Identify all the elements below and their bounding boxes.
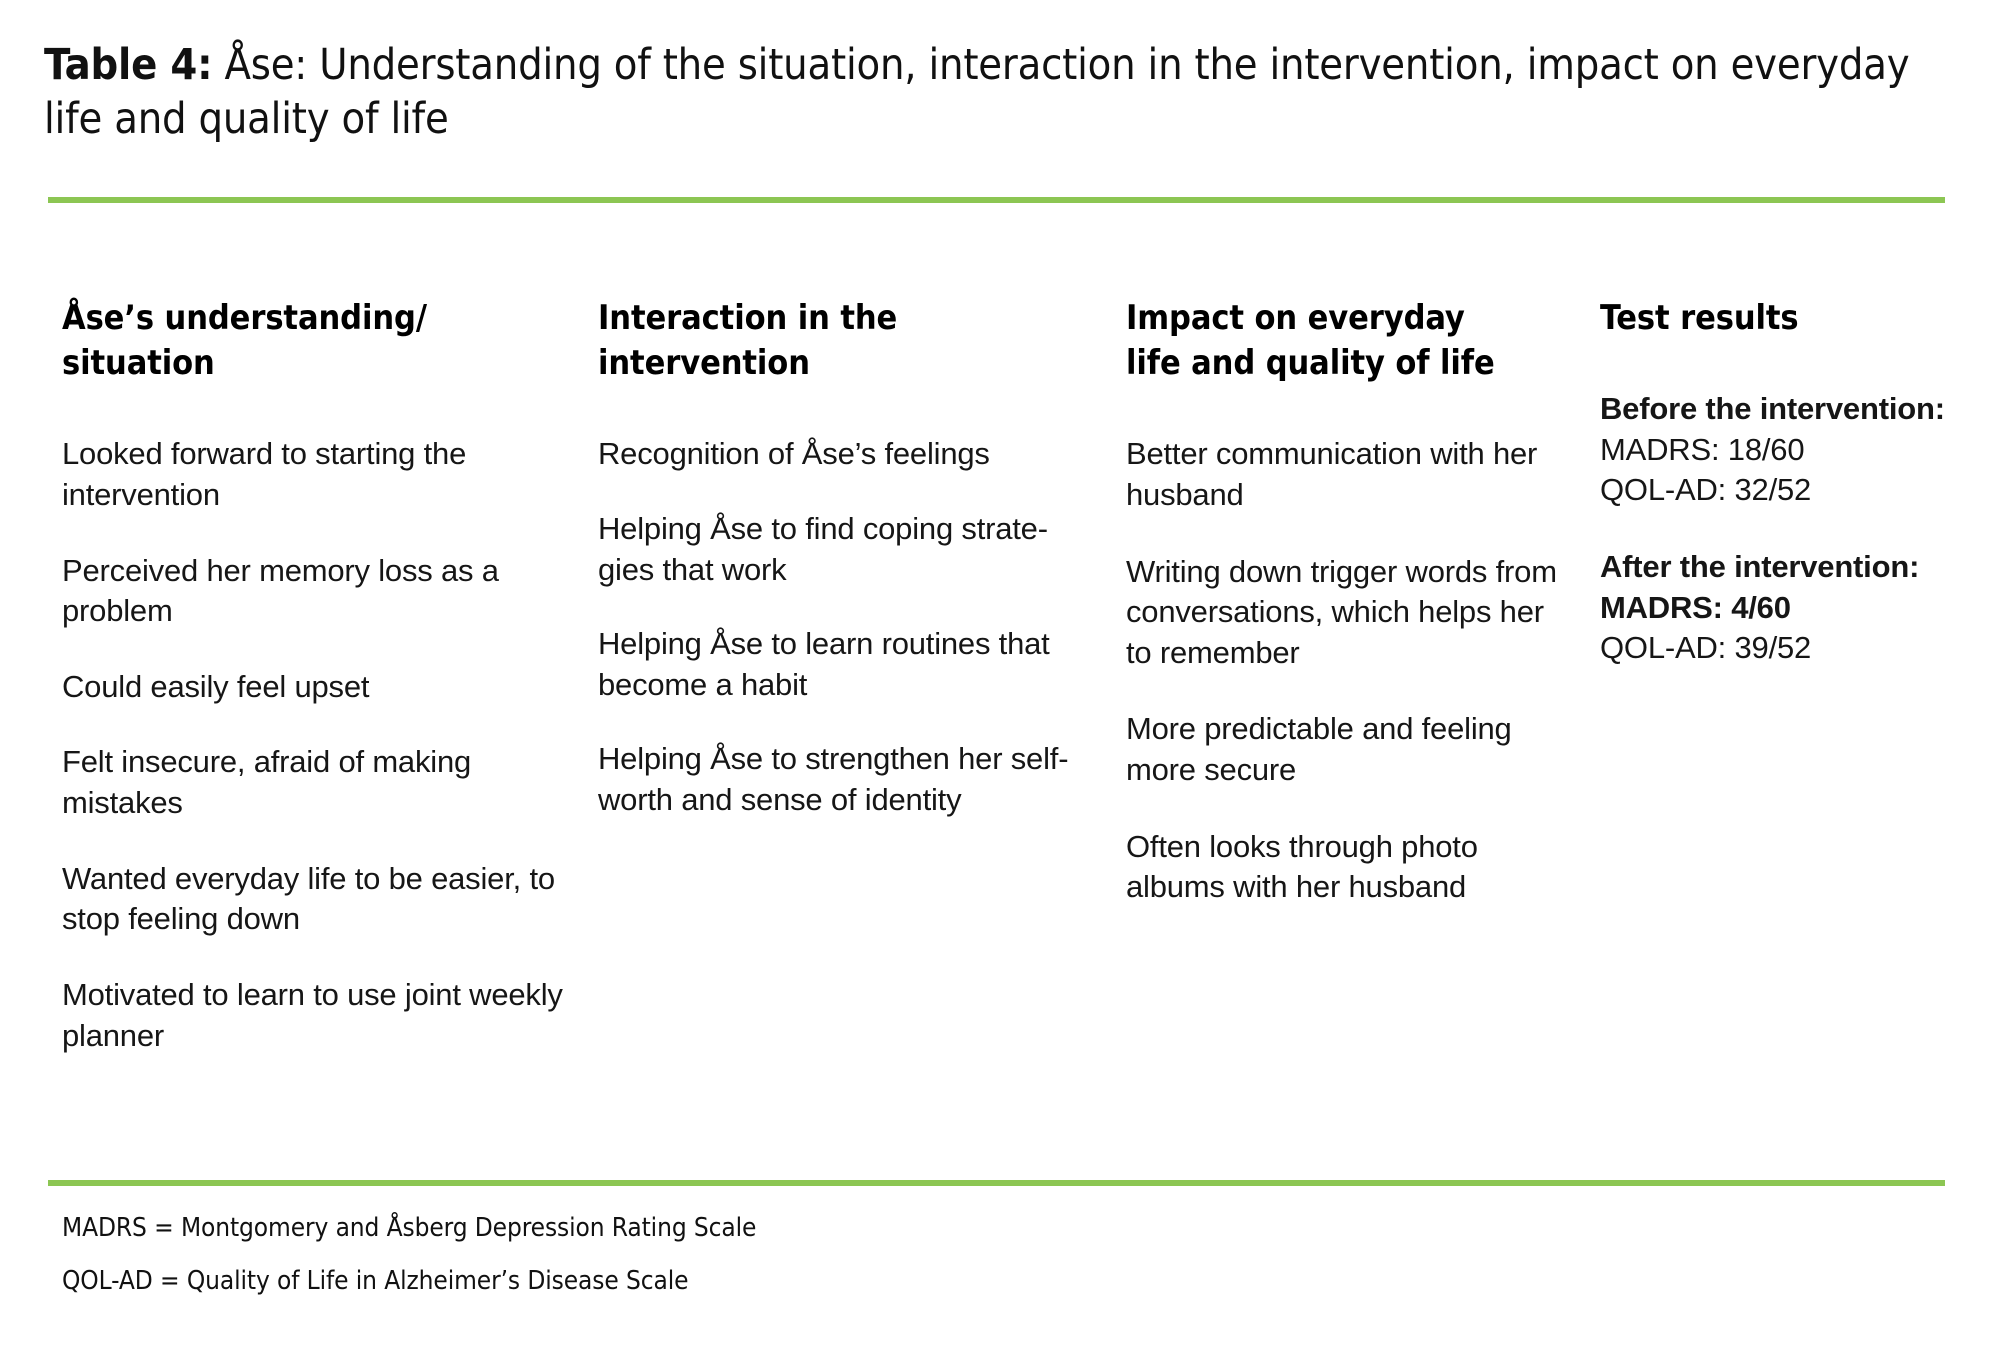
column-understanding: Åse’s understanding/ situation Looked fo… [62, 296, 592, 1056]
table-title: Table 4: Åse: Understanding of the situa… [44, 38, 1924, 146]
column-body-test-results: Before the intervention: MADRS: 18/60 QO… [1600, 389, 1960, 669]
footnote-madrs: MADRS = Montgomery and Åsberg Depression… [62, 1213, 757, 1243]
result-name: QOL-AD: [1600, 472, 1727, 508]
result-name: MADRS: [1600, 431, 1720, 467]
list-item: Perceived her memory loss as a problem [62, 552, 499, 629]
list-item: Helping Åse to learn routines that becom… [598, 626, 1050, 702]
column-header-line-2: situation [62, 343, 215, 384]
results-before: Before the intervention: MADRS: 18/60 QO… [1600, 389, 1960, 511]
result-line: MADRS: 18/60 [1600, 430, 1960, 471]
footnote-qolad: QOL-AD = Quality of Life in Alzheimer’s … [62, 1266, 689, 1296]
column-header-line-2: intervention [598, 343, 810, 384]
result-name: MADRS: [1600, 589, 1723, 625]
list-item: Writing down trigger words from conversa… [1126, 553, 1557, 670]
column-header-test-results: Test results [1600, 296, 1960, 341]
column-header-line-1: Åse’s understanding/ [62, 298, 427, 338]
list-item: Often looks through photo albums with he… [1126, 828, 1478, 905]
result-line: QOL-AD: 32/52 [1600, 470, 1960, 511]
column-body-impact: Better communication with her husband Wr… [1126, 434, 1566, 907]
column-test-results: Test results Before the intervention: MA… [1600, 296, 1960, 669]
list-item: Motivated to learn to use joint weekly p… [62, 976, 563, 1053]
top-rule [48, 197, 1945, 203]
column-impact: Impact on everyday life and quality of l… [1126, 296, 1566, 944]
column-header-line-2: life and quality of life [1126, 343, 1495, 384]
list-item: Helping Åse to find coping strate-gies t… [598, 511, 1048, 587]
result-name: QOL-AD: [1600, 630, 1727, 666]
column-interaction: Interaction in the intervention Recognit… [598, 296, 1098, 855]
column-header-interaction: Interaction in the intervention [598, 296, 1098, 386]
result-value: 18/60 [1727, 431, 1805, 467]
list-item: More predictable and feeling more secure [1126, 711, 1512, 788]
result-value: 39/52 [1734, 630, 1812, 666]
results-label-before: Before the intervention: [1600, 391, 1945, 427]
results-after: After the intervention: MADRS: 4/60 QOL-… [1600, 547, 1960, 669]
table-label: Table 4: [44, 40, 213, 90]
column-header-line-1: Test results [1600, 298, 1799, 338]
result-line: QOL-AD: 39/52 [1600, 628, 1960, 669]
list-item: Could easily feel upset [62, 668, 370, 704]
list-item: Helping Åse to strengthen her self-worth… [598, 741, 1069, 818]
list-item: Wanted everyday life to be easier, to st… [62, 860, 555, 937]
column-header-line-1: Impact on everyday [1126, 298, 1465, 338]
list-item: Recognition of Åse’s feelings [598, 436, 990, 472]
column-header-line-1: Interaction in the [598, 298, 898, 338]
results-label-after: After the intervention: [1600, 549, 1920, 585]
column-body-understanding: Looked forward to starting the intervent… [62, 434, 592, 1056]
footnotes: MADRS = Montgomery and Åsberg Depression… [62, 1215, 1262, 1294]
result-value: 4/60 [1731, 589, 1791, 625]
bottom-rule [48, 1180, 1945, 1186]
list-item: Felt insecure, afraid of making mistakes [62, 744, 472, 821]
list-item: Better communication with her husband [1126, 436, 1538, 513]
result-value: 32/52 [1734, 472, 1812, 508]
column-header-impact: Impact on everyday life and quality of l… [1126, 296, 1566, 386]
column-body-interaction: Recognition of Åse’s feelings Helping Ås… [598, 434, 1098, 820]
result-line: MADRS: 4/60 [1600, 588, 1960, 629]
list-item: Looked forward to starting the intervent… [62, 436, 467, 513]
column-header-understanding: Åse’s understanding/ situation [62, 296, 592, 386]
table-caption: Åse: Understanding of the situation, int… [44, 40, 1910, 145]
